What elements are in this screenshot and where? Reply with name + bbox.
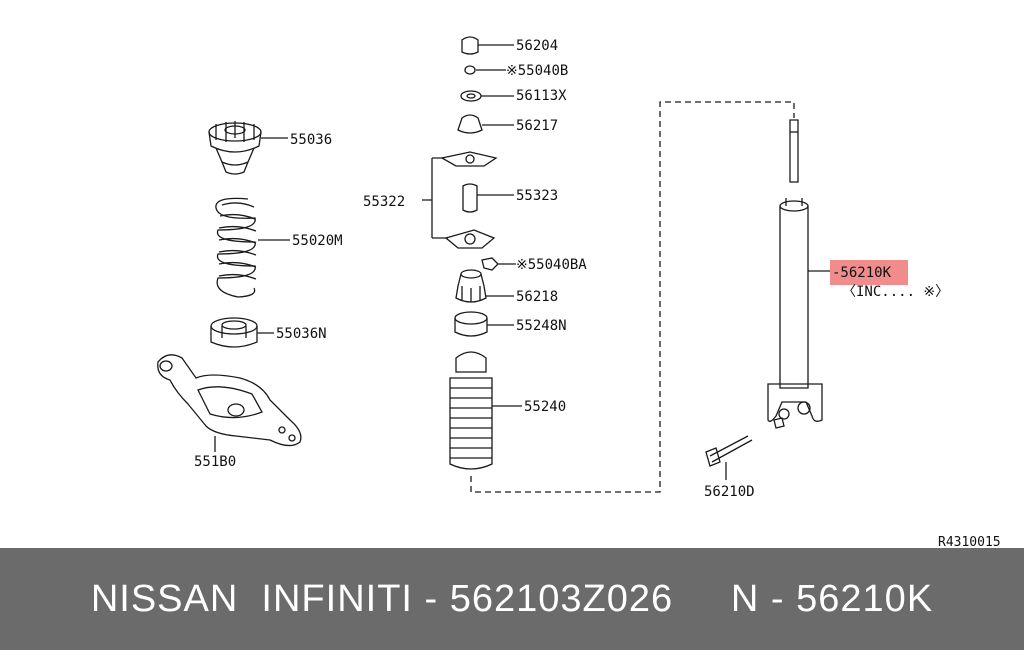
label-56217: 56217 (516, 118, 558, 134)
part-56210K-shock-absorber (767, 119, 830, 422)
part-56113X-washer (460, 90, 514, 102)
label-56210K: -56210K (832, 265, 892, 281)
label-56218: 56218 (516, 289, 558, 305)
part-56210D-bolt (705, 417, 785, 480)
highlight-56210K (830, 260, 908, 285)
reference-code: R4310015 (938, 535, 1001, 548)
part-55036N-lower-seat (210, 317, 274, 348)
footer-bar: NISSAN INFINITI - 562103Z026 N - 56210K (0, 548, 1024, 650)
part-55323-spacer (462, 183, 514, 213)
part-55040B-nut (464, 65, 506, 75)
label-inc-note: 〈INC.... ※〉 (842, 284, 949, 300)
label-56113X: 56113X (516, 88, 567, 104)
part-56218-bump-stop (455, 269, 514, 303)
label-55323: 55323 (516, 188, 558, 204)
label-56204: 56204 (516, 38, 558, 54)
label-55036: 55036 (290, 132, 332, 148)
part-55036-spring-seat (208, 121, 288, 175)
label-55322: 55322 (363, 194, 405, 210)
part-56217-bushing (457, 114, 514, 134)
part-55248N-insulator (454, 311, 514, 337)
label-55020M: 55020M (292, 233, 343, 249)
part-56204-bump-cap (461, 36, 514, 55)
label-55036N: 55036N (276, 326, 327, 342)
dashed-assembly-line (470, 101, 795, 493)
label-55040B: ※55040B (506, 63, 568, 79)
part-55020M-coil-spring (215, 197, 290, 298)
label-56210D: 56210D (704, 484, 755, 500)
part-55040BA-nut (481, 257, 516, 271)
part-55240-dust-boot (449, 351, 522, 470)
part-55322-mount-bracket (422, 151, 498, 249)
label-55040BA: ※55040BA (516, 257, 587, 273)
label-551B0: 551B0 (194, 454, 236, 470)
footer-part-number-text: NISSAN INFINITI - 562103Z026 N - 56210K (90, 577, 934, 620)
parts-diagram: 55036 55020M 55036N 551B0 56204 ※55040B … (157, 36, 1001, 548)
label-55248N: 55248N (516, 318, 567, 334)
label-55240: 55240 (524, 399, 566, 415)
part-551B0-lower-arm (157, 354, 302, 452)
